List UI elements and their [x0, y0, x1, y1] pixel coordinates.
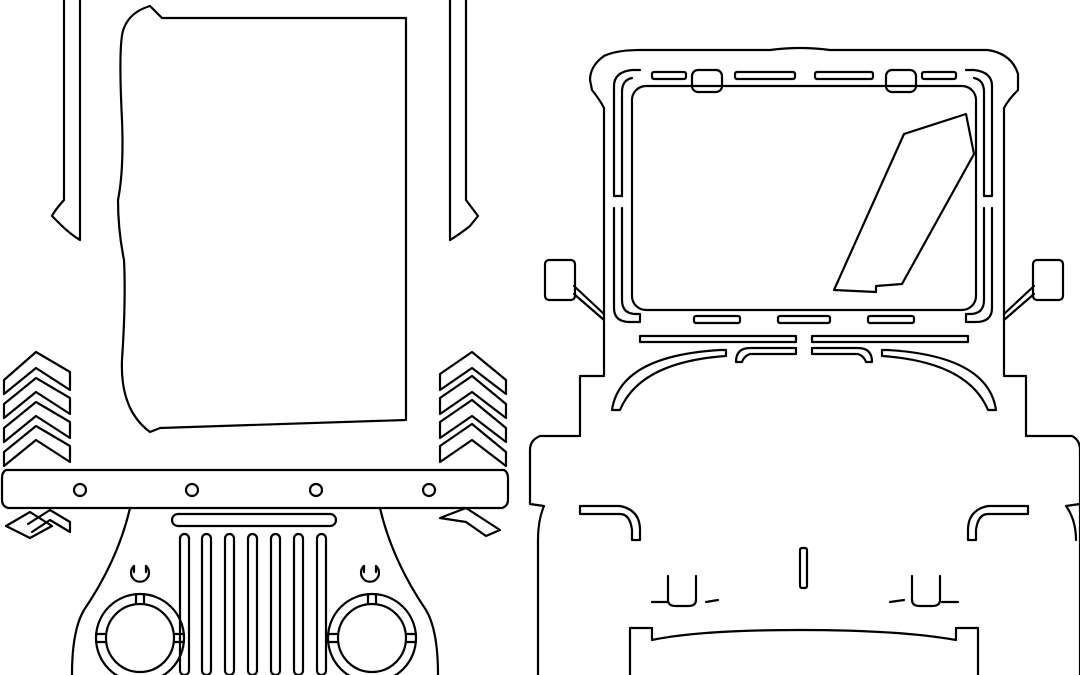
- side-mirror-right: [1002, 258, 1065, 322]
- steering-wheel-slot: [832, 112, 976, 294]
- headlight-right: [326, 564, 418, 675]
- tire-tread-left-front: [2, 350, 72, 540]
- grille: [70, 506, 440, 675]
- windshield-frame: [612, 68, 994, 325]
- tire-tread-right-front: [438, 350, 508, 538]
- side-mirror-left: [543, 258, 606, 322]
- hood-body: [528, 46, 1080, 675]
- tire-tread-right-rear: [448, 0, 480, 242]
- dashboard: [578, 334, 1030, 675]
- headlight-left: [94, 564, 186, 675]
- body-panel: [116, 4, 408, 434]
- tire-tread-left-rear: [50, 0, 82, 242]
- front-bumper: [0, 468, 510, 510]
